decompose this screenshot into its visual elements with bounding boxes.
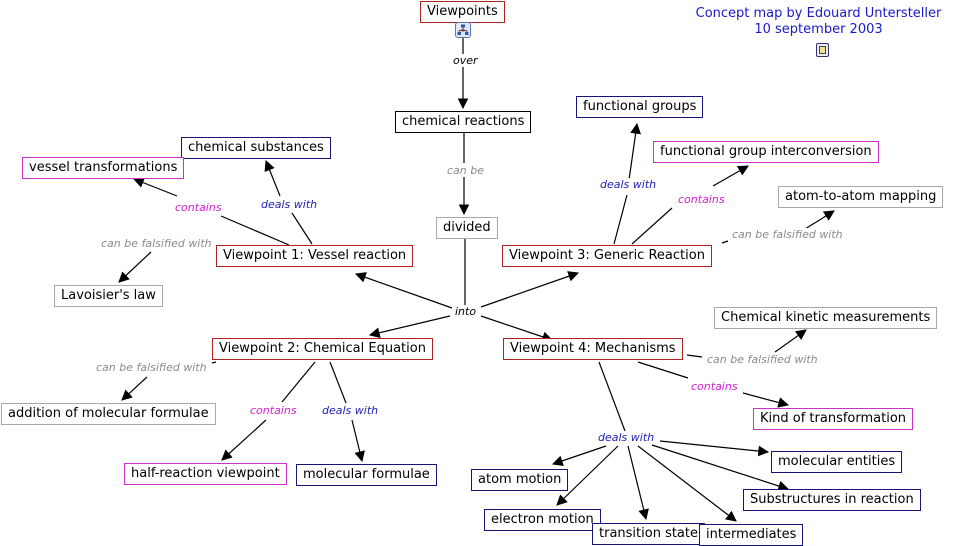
edge-deals-transition bbox=[627, 445, 649, 521]
edge-deals-atom bbox=[551, 445, 607, 466]
credit-line-date: 10 september 2003 bbox=[754, 22, 883, 37]
edge-contains-vessel bbox=[132, 177, 178, 197]
edge-into-vp2 bbox=[368, 315, 451, 339]
node-chemical-kinetic-measurements[interactable]: Chemical kinetic measurements bbox=[714, 307, 938, 329]
node-viewpoint-4[interactable]: Viewpoint 4: Mechanisms bbox=[503, 338, 683, 360]
link-label-into[interactable]: into bbox=[454, 305, 478, 318]
link-label-can-be[interactable]: can be bbox=[446, 164, 486, 177]
link-label-over[interactable]: over bbox=[452, 54, 479, 67]
edge-contains-kind bbox=[742, 392, 790, 408]
node-atom-to-atom-mapping[interactable]: atom-to-atom mapping bbox=[778, 186, 944, 208]
node-molecular-formulae[interactable]: molecular formulae bbox=[296, 464, 437, 486]
edge-vp2-falsified bbox=[211, 361, 217, 364]
edge-vp1-contains bbox=[220, 215, 290, 246]
link-label-vp3-contains[interactable]: contains bbox=[677, 193, 726, 206]
edge-into-vp1 bbox=[354, 272, 453, 309]
node-intermediates[interactable]: intermediates bbox=[699, 524, 804, 546]
node-viewpoint-3[interactable]: Viewpoint 3: Generic Reaction bbox=[502, 245, 712, 267]
author-credit: Concept map by Edouard Untersteller 10 s… bbox=[680, 6, 957, 38]
node-molecular-entities[interactable]: molecular entities bbox=[771, 451, 903, 473]
node-chemical-reactions[interactable]: chemical reactions bbox=[395, 111, 532, 133]
edge-falsified-lavoisier bbox=[118, 251, 152, 283]
node-atom-motion[interactable]: atom motion bbox=[471, 469, 569, 491]
edge-vp3-deals bbox=[613, 194, 628, 245]
credit-line-author: Concept map by Edouard Untersteller bbox=[695, 6, 942, 21]
node-chemical-substances[interactable]: chemical substances bbox=[181, 137, 331, 159]
node-half-reaction-viewpoint[interactable]: half-reaction viewpoint bbox=[124, 463, 287, 485]
edge-contains-half bbox=[221, 419, 267, 461]
edge-deals-chemsub bbox=[264, 159, 281, 197]
edge-falsified-addition bbox=[121, 376, 148, 401]
node-transition-state[interactable]: transition state bbox=[592, 523, 705, 545]
edge-deals-molform bbox=[351, 419, 365, 463]
link-label-vp3-deals-with[interactable]: deals with bbox=[599, 178, 658, 191]
link-label-vp1-falsified[interactable]: can be falsified with bbox=[100, 237, 213, 250]
node-viewpoint-1[interactable]: Viewpoint 1: Vessel reaction bbox=[216, 245, 414, 267]
edge-into-vp3 bbox=[480, 271, 580, 308]
edge-vp3-contains bbox=[631, 207, 673, 245]
node-functional-group-interconversion[interactable]: functional group interconversion bbox=[653, 141, 879, 163]
node-addition-of-molecular-formulae[interactable]: addition of molecular formulae bbox=[1, 403, 216, 425]
edge-deals-electron bbox=[556, 445, 619, 506]
node-viewpoint-2[interactable]: Viewpoint 2: Chemical Equation bbox=[212, 338, 433, 360]
node-kind-of-transformation[interactable]: Kind of transformation bbox=[753, 408, 914, 430]
node-functional-groups[interactable]: functional groups bbox=[576, 96, 704, 118]
link-label-vp2-contains[interactable]: contains bbox=[249, 404, 298, 417]
link-label-vp4-deals-with[interactable]: deals with bbox=[597, 431, 656, 444]
node-lavoisiers-law[interactable]: Lavoisier's law bbox=[54, 285, 163, 307]
edge-deals-intermediates bbox=[637, 445, 737, 522]
node-substructures-in-reaction[interactable]: Substructures in reaction bbox=[743, 489, 921, 511]
edge-into-vp4 bbox=[480, 315, 554, 343]
edge-vp4-contains bbox=[637, 361, 689, 379]
edge-falsified-kinetic bbox=[774, 329, 807, 353]
sub-map-icon[interactable] bbox=[455, 22, 471, 38]
link-label-vp4-contains[interactable]: contains bbox=[690, 380, 739, 393]
edge-vp2-contains bbox=[281, 361, 316, 403]
link-label-vp4-falsified[interactable]: can be falsified with bbox=[706, 353, 819, 366]
link-label-vp1-contains[interactable]: contains bbox=[174, 201, 223, 214]
node-divided[interactable]: divided bbox=[436, 217, 498, 239]
edge-deals-molentities bbox=[659, 440, 770, 457]
edge-vp1-deals bbox=[291, 212, 313, 245]
edge-falsified-atom bbox=[804, 210, 835, 230]
node-electron-motion[interactable]: electron motion bbox=[484, 509, 601, 531]
link-label-vp2-falsified[interactable]: can be falsified with bbox=[95, 361, 208, 374]
edge-vp2-deals bbox=[329, 361, 347, 404]
edge-deals-fg bbox=[628, 122, 641, 181]
link-label-vp2-deals-with[interactable]: deals with bbox=[321, 404, 380, 417]
edge-vp4-falsified bbox=[686, 354, 703, 358]
node-viewpoints[interactable]: Viewpoints bbox=[420, 1, 505, 23]
link-label-vp1-deals-with[interactable]: deals with bbox=[260, 198, 319, 211]
document-image-icon[interactable] bbox=[816, 43, 829, 57]
edge-vp3-falsified bbox=[721, 240, 729, 244]
edge-deals-substructures bbox=[651, 444, 790, 492]
edge-contains-fgi bbox=[712, 165, 749, 187]
node-vessel-transformations[interactable]: vessel transformations bbox=[22, 157, 185, 179]
edge-vp4-deals bbox=[598, 361, 626, 432]
link-label-vp3-falsified[interactable]: can be falsified with bbox=[731, 228, 844, 241]
